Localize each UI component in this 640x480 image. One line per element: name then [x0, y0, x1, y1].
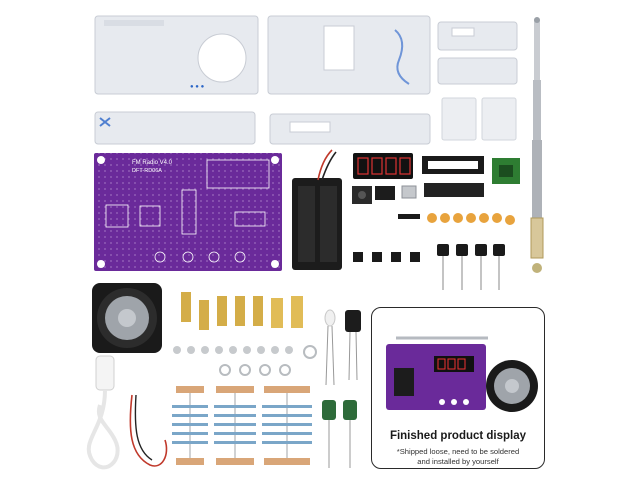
- acrylic-panel-front: ● ● ●: [94, 15, 259, 95]
- switch: [375, 186, 395, 200]
- ic-socket: [422, 156, 484, 174]
- seven-segment-display: [353, 153, 413, 179]
- acrylic-panel-side-mid: [437, 57, 518, 85]
- screws-and-nuts: [173, 345, 317, 376]
- fm-module: [492, 158, 520, 184]
- finished-product-panel: Finished product display *Shipped loose,…: [371, 307, 545, 469]
- shipping-note-line2: and installed by yourself: [417, 456, 499, 466]
- brass-standoffs: [181, 292, 303, 330]
- ic-chip: [424, 183, 484, 197]
- pcb-subtitle: DFT-RD06A: [132, 168, 162, 174]
- acrylic-panel-bottom-left: [94, 111, 256, 145]
- pcb-board: FM Radio V4.0 DFT-RD06A: [94, 153, 282, 271]
- resistor-strips: [172, 386, 312, 465]
- audio-jack: [352, 186, 372, 204]
- shipping-note: *Shipped loose, need to be soldered and …: [378, 447, 538, 466]
- finished-product-title: Finished product display: [389, 430, 527, 442]
- finished-product-image: [386, 336, 538, 412]
- acrylic-panel-side-top: [437, 21, 518, 51]
- battery-holder: [292, 149, 342, 270]
- acrylic-small-square-right: [481, 97, 517, 141]
- pin-header: [398, 214, 420, 219]
- electrolytic-capacitor-black: [345, 310, 361, 381]
- led: [324, 309, 336, 386]
- usb-cable: [86, 355, 120, 470]
- tactile-buttons: [353, 252, 420, 262]
- svg-text:● ● ●: ● ● ●: [190, 84, 205, 90]
- acrylic-panel-back: [267, 15, 431, 95]
- ceramic-capacitors: [427, 213, 515, 225]
- pcb-title: FM Radio V4.0: [132, 160, 173, 166]
- speaker: [92, 283, 162, 353]
- usb-socket: [401, 185, 417, 199]
- shipping-note-line1: *Shipped loose, need to be soldered: [396, 447, 520, 456]
- red-black-wires: [129, 394, 168, 467]
- transistors: [437, 244, 505, 290]
- telescopic-antenna: [530, 17, 544, 273]
- acrylic-panel-bottom-right: [269, 113, 431, 145]
- acrylic-small-square-left: [441, 97, 477, 141]
- electrolytic-capacitors-green: [322, 400, 357, 468]
